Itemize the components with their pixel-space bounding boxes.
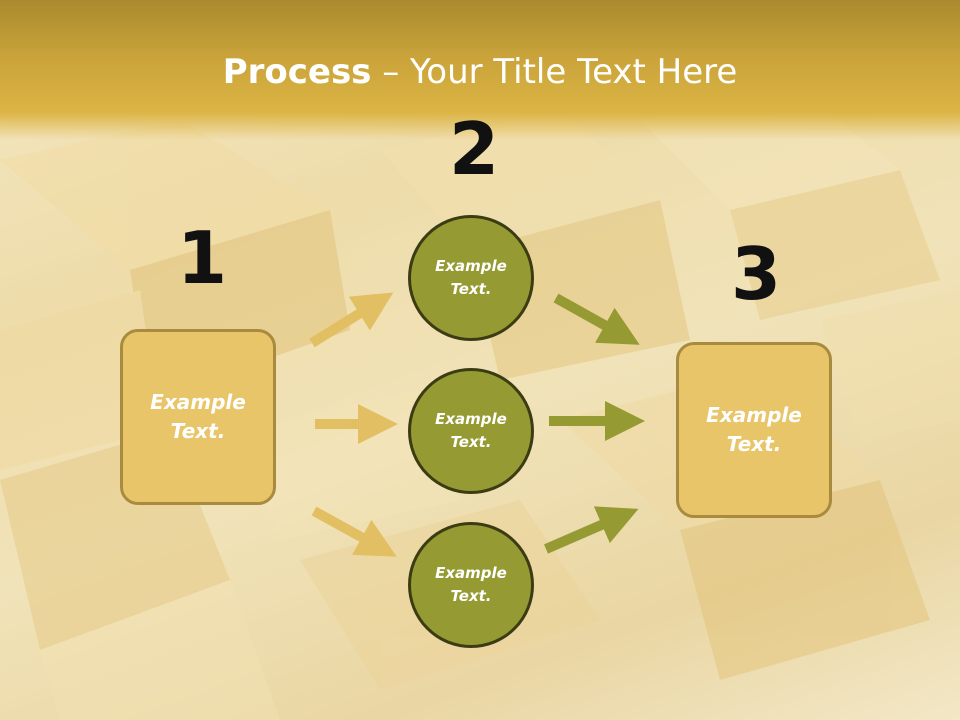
arrow-box1-to-circle3 bbox=[311, 506, 397, 557]
step-number-1: 1 bbox=[177, 216, 228, 300]
arrow-box1-to-circle1 bbox=[309, 292, 394, 348]
title-bold: Process bbox=[222, 52, 372, 92]
step-1-line2: Text. bbox=[170, 419, 226, 443]
step-3-line2: Text. bbox=[726, 432, 782, 456]
title-banner bbox=[0, 0, 960, 140]
step-1-line1: Example bbox=[150, 390, 246, 414]
step-number-2: 2 bbox=[449, 107, 500, 191]
title-rest: – Your Title Text Here bbox=[371, 52, 738, 92]
circle-bottom-line2: Text. bbox=[450, 587, 492, 605]
circle-middle-line1: Example bbox=[435, 410, 507, 428]
step-number-3: 3 bbox=[731, 232, 782, 316]
circle-top-line1: Example bbox=[435, 257, 507, 275]
circle-top-line2: Text. bbox=[450, 280, 492, 298]
circle-middle-line2: Text. bbox=[450, 433, 492, 451]
arrow-circle1-to-box3 bbox=[553, 293, 640, 345]
arrow-circle3-to-box3 bbox=[544, 506, 639, 554]
slide-title: Process – Your Title Text Here bbox=[0, 52, 960, 92]
step-3-line1: Example bbox=[706, 403, 802, 427]
circle-bottom-line1: Example bbox=[435, 564, 507, 582]
